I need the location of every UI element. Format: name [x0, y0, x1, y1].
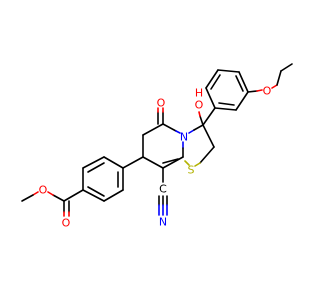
ring-nitrogen-label: N — [180, 131, 188, 144]
ring-sulfur-label: S — [188, 164, 195, 177]
pyridinone-ring: O N — [142, 97, 188, 169]
ester-oxygen-label: O — [39, 184, 48, 197]
hydroxyl-oxygen-label: O — [195, 99, 204, 112]
nitrile-nitrogen-label: N — [159, 216, 167, 229]
ethoxyphenyl-ring: O — [202, 63, 293, 126]
aryl-link-bond — [122, 156, 144, 169]
methyl-ester: O O — [21, 184, 84, 230]
hydroxyl-hydrogen-label: H — [195, 87, 203, 100]
ester-carbonyl-oxygen-label: O — [62, 217, 71, 230]
benzoate-ring — [82, 156, 124, 202]
molecule-diagram: O O O N S O H — [21, 63, 293, 230]
lactam-oxygen-label: O — [157, 97, 166, 110]
thiazolidine-ring: S O H — [184, 87, 215, 177]
molecule-canvas: O O O N S O H — [21, 63, 293, 230]
nitrile-group: C N — [158, 167, 168, 229]
ethoxy-oxygen-label: O — [263, 85, 272, 98]
nitrile-carbon-label: C — [159, 183, 167, 196]
